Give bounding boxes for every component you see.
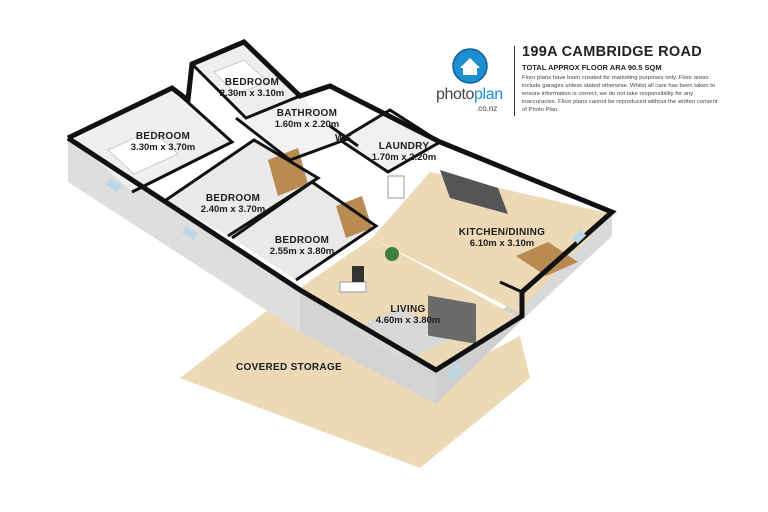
room-label-bedroom-lower: BEDROOM 2.55m x 3.80m (256, 235, 348, 257)
interior-wall (339, 108, 443, 174)
disclaimer: Floor plans have been created for market… (522, 75, 718, 113)
bed-left (107, 129, 179, 175)
exterior-wall-face-front (300, 290, 436, 404)
room-label-wc: WC (335, 133, 352, 144)
room-label-laundry: LAUNDRY 1.70m x 2.20m (358, 141, 450, 163)
rug (352, 308, 452, 362)
kitchen-island (428, 295, 476, 344)
interior-wall (329, 124, 359, 148)
room-name: KITCHEN/DINING (458, 227, 546, 238)
room-label-bedroom-left: BEDROOM 3.30m x 3.70m (118, 131, 208, 153)
room-dimensions: 4.60m x 3.80m (375, 315, 441, 326)
room-dimensions: 3.30m x 3.70m (130, 142, 196, 153)
logo-wordmark-part2: plan (474, 86, 503, 103)
logo-wordmark-part1: photo (436, 86, 475, 103)
floor-area: TOTAL APPROX FLOOR ARA 90.5 SQM (522, 63, 662, 72)
covered-storage-area (180, 310, 530, 468)
room-name: BEDROOM (224, 77, 280, 88)
photoplan-logo: photoplan .co.nz (436, 48, 506, 120)
info-block: 199A CAMBRIDGE ROAD TOTAL APPROX FLOOR A… (522, 44, 722, 114)
room-name: BEDROOM (274, 235, 330, 246)
fridge (387, 175, 405, 199)
room-label-bedroom-middle: BEDROOM 2.40m x 3.70m (188, 193, 278, 215)
window (445, 362, 464, 380)
room-label-bedroom-top: BEDROOM 2.30m x 3.10m (210, 77, 294, 99)
logo-domain: .co.nz (476, 104, 498, 113)
room-dimensions: 2.55m x 3.80m (269, 246, 335, 257)
kitchen-bench (440, 170, 508, 214)
tv (352, 266, 364, 282)
tv-unit (339, 281, 367, 293)
covered-storage-label: COVERED STORAGE (236, 362, 342, 373)
window (572, 229, 587, 244)
interior-wall (190, 62, 301, 120)
interior-wall (231, 180, 379, 282)
room-name: BATHROOM (276, 108, 338, 119)
room-name: LAUNDRY (378, 141, 430, 152)
room-dimensions: 2.30m x 3.10m (219, 88, 285, 99)
floor-kitchen (372, 172, 612, 312)
header-divider (514, 46, 515, 116)
wardrobe-middle (268, 148, 308, 196)
room-name: BEDROOM (205, 193, 261, 204)
interior-wall (499, 280, 523, 294)
property-title: 199A CAMBRIDGE ROAD (522, 44, 702, 60)
plant (385, 247, 399, 261)
room-label-kitchen-dining: KITCHEN/DINING 6.10m x 3.10m (452, 227, 552, 249)
room-label-bathroom: BATHROOM 1.60m x 2.20m (262, 108, 352, 130)
dining-table (516, 242, 578, 276)
room-name: BEDROOM (135, 131, 191, 142)
room-label-living: LIVING 4.60m x 3.80m (362, 304, 454, 326)
room-dimensions: 1.70m x 2.20m (371, 152, 437, 163)
interior-wall (131, 86, 235, 194)
window (105, 178, 122, 193)
room-name: LIVING (390, 304, 426, 315)
house-icon (452, 48, 488, 84)
room-dimensions: 6.10m x 3.10m (469, 238, 535, 249)
room-dimensions: 1.60m x 2.20m (274, 119, 340, 130)
logo-wordmark: photoplan (436, 86, 503, 104)
window (181, 225, 198, 241)
interior-wall (165, 138, 321, 238)
room-dimensions: 2.40m x 3.70m (200, 204, 266, 215)
bed-top (213, 59, 269, 95)
